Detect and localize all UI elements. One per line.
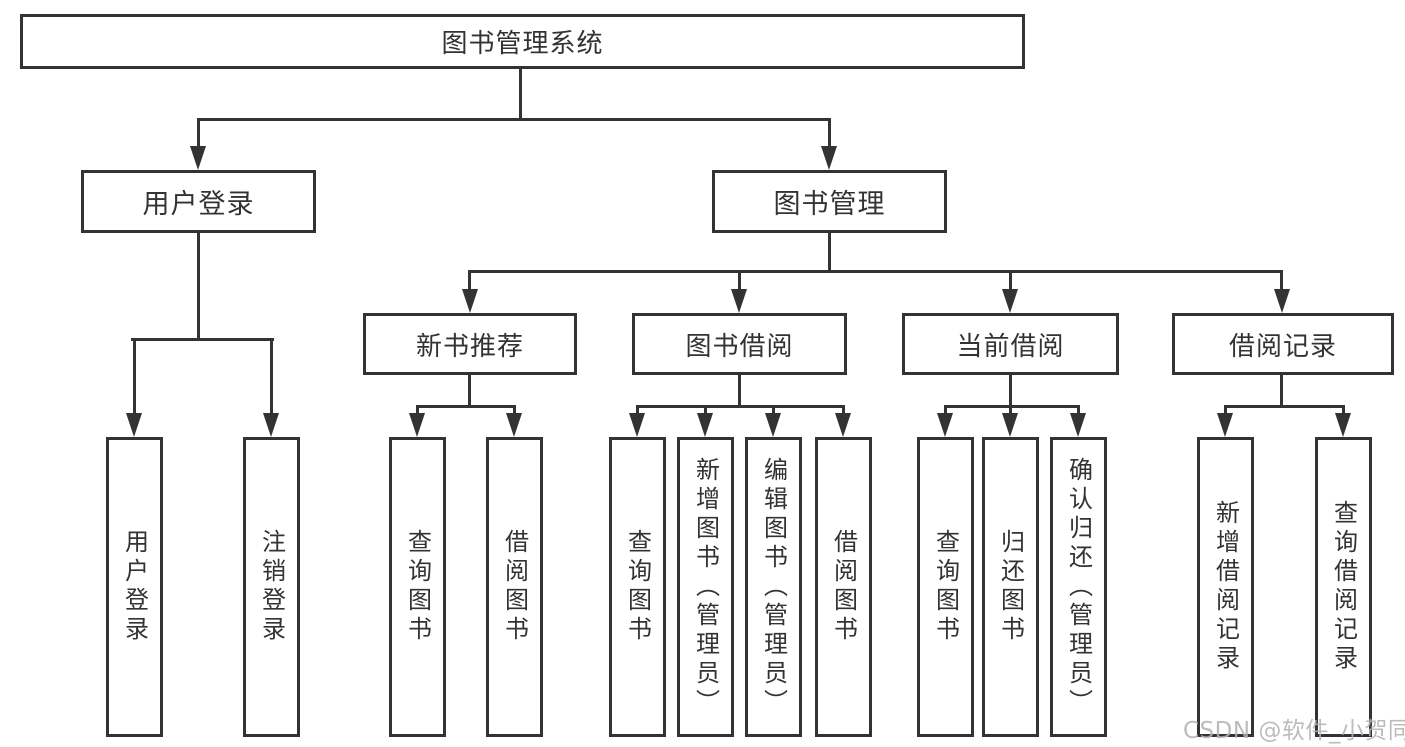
connector-line: [828, 233, 831, 270]
leaf-current-confirm-label: 确认归还（管理员）: [1064, 456, 1093, 718]
node-current-borrow: 当前借阅: [902, 313, 1119, 375]
connector-line: [1009, 405, 1012, 417]
connector-line: [197, 233, 200, 338]
arrow-down-icon: [697, 413, 713, 437]
leaf-borrow-query: 查询图书: [609, 437, 666, 737]
leaf-user-login: 用户登录: [106, 437, 163, 737]
watermark-text: CSDN @软件_小贺同学: [1183, 718, 1405, 744]
connector-line: [197, 118, 200, 148]
connector-line: [636, 405, 845, 408]
node-borrow-record-label: 借阅记录: [1228, 331, 1337, 362]
leaf-borrow-borrow-label: 借阅图书: [829, 529, 858, 645]
leaf-borrow-edit-label: 编辑图书（管理员）: [759, 456, 788, 718]
node-book-management-label: 图书管理: [773, 189, 886, 220]
leaf-newbook-query-label: 查询图书: [403, 529, 432, 645]
connector-line: [197, 118, 831, 121]
leaf-current-query-label: 查询图书: [931, 529, 960, 645]
node-root: 图书管理系统: [20, 14, 1025, 69]
leaf-record-add: 新增借阅记录: [1197, 437, 1254, 737]
leaf-record-query: 查询借阅记录: [1315, 437, 1372, 737]
connector-line: [468, 270, 1282, 273]
arrow-down-icon: [1070, 413, 1086, 437]
connector-line: [513, 405, 516, 417]
node-current-borrow-label: 当前借阅: [956, 331, 1065, 362]
leaf-newbook-borrow-label: 借阅图书: [500, 529, 529, 645]
connector-line: [1224, 405, 1345, 408]
node-new-book-recommend-label: 新书推荐: [415, 331, 524, 362]
connector-line: [828, 118, 831, 148]
node-book-borrow: 图书借阅: [632, 313, 847, 375]
connector-line: [270, 338, 273, 415]
node-book-borrow-label: 图书借阅: [685, 331, 794, 362]
leaf-record-query-label: 查询借阅记录: [1329, 500, 1358, 674]
connector-line: [416, 405, 419, 417]
leaf-current-return-label: 归还图书: [996, 529, 1025, 645]
connector-line: [738, 270, 741, 292]
arrow-down-icon: [1335, 413, 1351, 437]
arrow-down-icon: [1217, 413, 1233, 437]
connector-line: [1009, 270, 1012, 292]
leaf-borrow-add: 新增图书（管理员）: [677, 437, 734, 737]
leaf-borrow-query-label: 查询图书: [623, 529, 652, 645]
connector-line: [468, 270, 471, 292]
arrow-down-icon: [126, 413, 142, 437]
node-new-book-recommend: 新书推荐: [363, 313, 577, 375]
leaf-record-add-label: 新增借阅记录: [1211, 500, 1240, 674]
arrow-down-icon: [506, 413, 522, 437]
arrow-down-icon: [1274, 289, 1290, 313]
connector-line: [1280, 375, 1283, 405]
connector-line: [772, 405, 775, 417]
leaf-current-confirm: 确认归还（管理员）: [1050, 437, 1107, 737]
arrow-down-icon: [937, 413, 953, 437]
leaf-borrow-borrow: 借阅图书: [815, 437, 872, 737]
connector-line: [1077, 405, 1080, 417]
leaf-logout-label: 注销登录: [257, 529, 286, 645]
arrow-down-icon: [821, 146, 837, 170]
node-root-label: 图书管理系统: [441, 29, 604, 59]
connector-line: [519, 69, 522, 118]
node-user-login: 用户登录: [81, 170, 316, 233]
arrow-down-icon: [765, 413, 781, 437]
connector-line: [944, 405, 947, 417]
arrow-down-icon: [731, 289, 747, 313]
arrow-down-icon: [835, 413, 851, 437]
connector-line: [842, 405, 845, 417]
node-book-management: 图书管理: [712, 170, 947, 233]
arrow-down-icon: [1002, 289, 1018, 313]
connector-line: [1342, 405, 1345, 417]
connector-line: [1280, 270, 1283, 292]
connector-line: [1224, 405, 1227, 417]
connector-line: [636, 405, 639, 417]
leaf-newbook-borrow: 借阅图书: [486, 437, 543, 737]
connector-line: [468, 375, 471, 405]
leaf-borrow-add-label: 新增图书（管理员）: [691, 456, 720, 718]
connector-line: [944, 405, 1080, 408]
connector-line: [133, 338, 136, 415]
leaf-current-return: 归还图书: [982, 437, 1039, 737]
connector-line: [704, 405, 707, 417]
arrow-down-icon: [462, 289, 478, 313]
leaf-current-query: 查询图书: [917, 437, 974, 737]
leaf-logout: 注销登录: [243, 437, 300, 737]
arrow-down-icon: [263, 413, 279, 437]
node-borrow-record: 借阅记录: [1172, 313, 1394, 375]
connector-line: [131, 338, 274, 341]
arrow-down-icon: [409, 413, 425, 437]
arrow-down-icon: [629, 413, 645, 437]
connector-line: [1009, 375, 1012, 405]
leaf-newbook-query: 查询图书: [389, 437, 446, 737]
node-user-login-label: 用户登录: [142, 189, 255, 220]
leaf-user-login-label: 用户登录: [120, 529, 149, 645]
connector-line: [416, 405, 516, 408]
arrow-down-icon: [1002, 413, 1018, 437]
leaf-borrow-edit: 编辑图书（管理员）: [745, 437, 802, 737]
connector-line: [738, 375, 741, 405]
arrow-down-icon: [190, 146, 206, 170]
